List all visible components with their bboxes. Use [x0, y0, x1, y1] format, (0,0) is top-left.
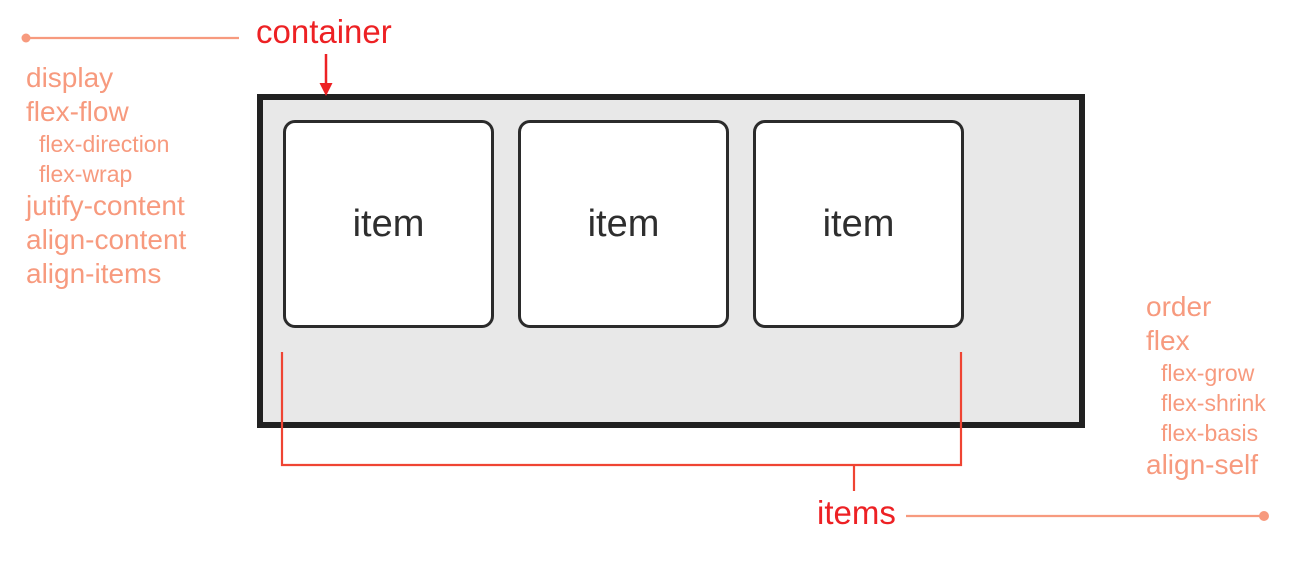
property-label-flex-flow: flex-flow	[26, 96, 129, 127]
flex-item-label: item	[587, 202, 660, 245]
flex-item-box-3: item	[753, 120, 964, 328]
item-properties-list: order flex flex-grow flex-shrink flex-ba…	[1146, 290, 1266, 482]
property-label-order: order	[1146, 291, 1212, 322]
property-label-flex-direction: flex-direction	[39, 131, 170, 157]
container-arrow-icon	[319, 54, 333, 96]
property-label-flex: flex	[1146, 325, 1190, 356]
container-label: container	[256, 13, 392, 50]
property-label-flex-shrink: flex-shrink	[1161, 390, 1266, 416]
flex-item-box-1: item	[283, 120, 494, 328]
property-label-align-items: align-items	[26, 258, 162, 289]
flex-item-label: item	[352, 202, 425, 245]
property-label-display: display	[26, 62, 114, 93]
items-connector-dot	[1259, 511, 1269, 521]
property-label-flex-basis: flex-basis	[1161, 420, 1259, 446]
flex-item-label: item	[822, 202, 895, 245]
property-label-align-content: align-content	[26, 224, 187, 255]
flex-item-box-2: item	[518, 120, 729, 328]
property-label-align-self: align-self	[1146, 449, 1259, 480]
flex-container-box: item item item	[257, 94, 1085, 428]
property-label-justify-content: jutify-content	[26, 190, 185, 221]
container-connector-dot	[21, 33, 31, 43]
items-label: items	[817, 494, 896, 531]
property-label-flex-wrap: flex-wrap	[39, 161, 133, 187]
container-properties-list: display flex-flow flex-direction flex-wr…	[26, 61, 186, 291]
property-label-flex-grow: flex-grow	[1161, 360, 1255, 386]
